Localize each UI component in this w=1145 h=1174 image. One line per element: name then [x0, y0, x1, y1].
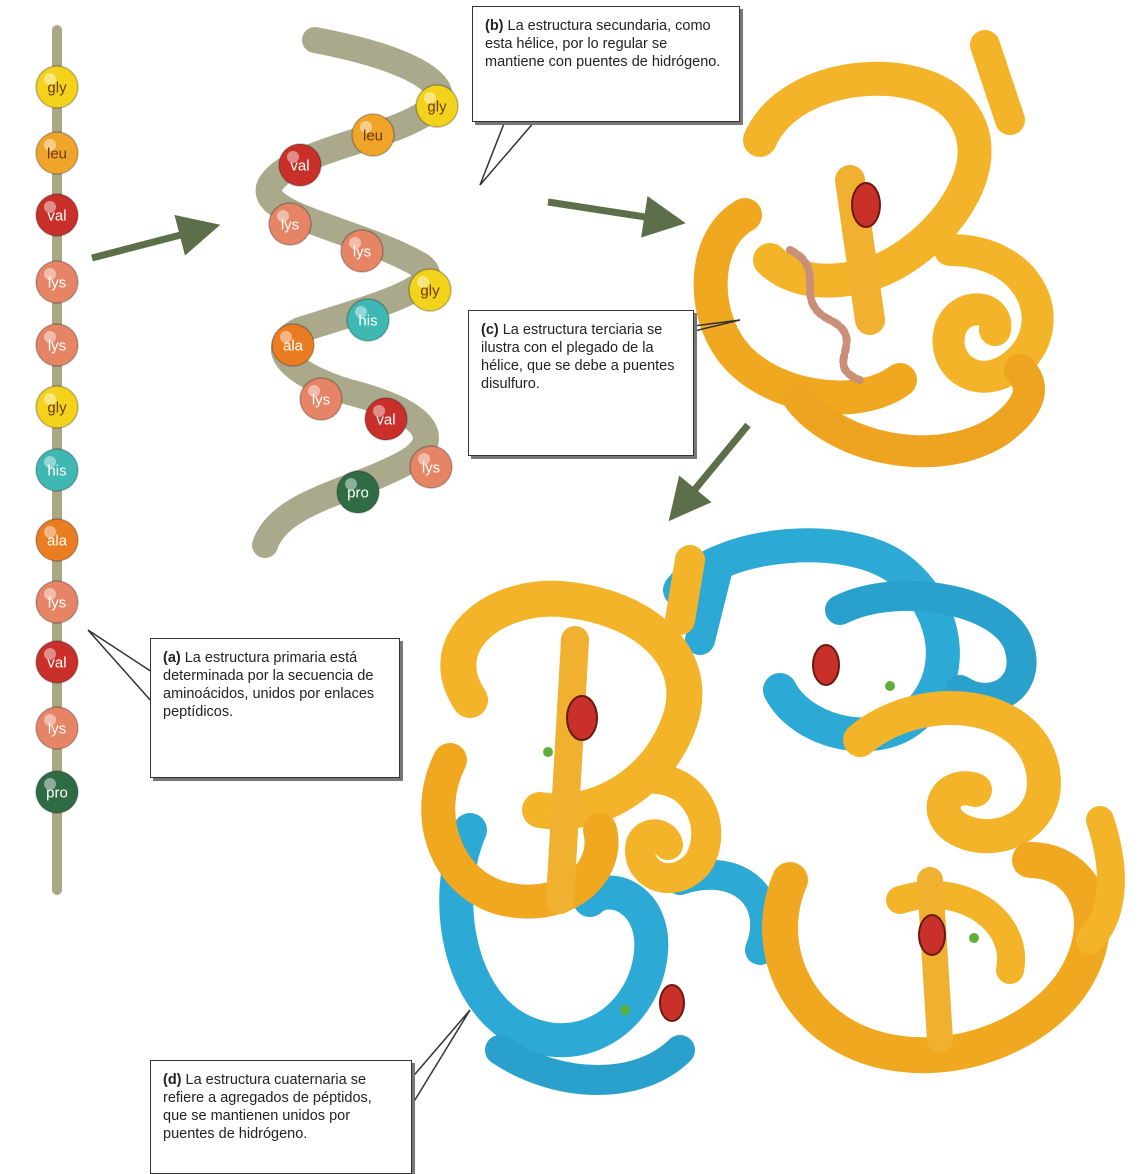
callout-c-tag: (c): [481, 322, 499, 338]
helix-bead-label-2: val: [290, 158, 309, 175]
helix-bead-label-10: lys: [422, 460, 440, 477]
helix-bead-label-8: lys: [312, 392, 330, 409]
callout-d-tag: (d): [163, 1072, 182, 1088]
callout-d-text: La estructura cuaternaria se refiere a a…: [163, 1072, 372, 1142]
primary-bead-label-2: val: [47, 208, 66, 225]
primary-bead-label-11: pro: [46, 785, 68, 802]
arrow-b-to-c: [548, 202, 665, 220]
yellow-chain-right: [860, 708, 1044, 836]
helix-bead-label-1: leu: [363, 128, 383, 145]
callout-quaternary-structure: (d)La estructura cuaternaria se refiere …: [150, 1060, 412, 1174]
primary-bead-label-1: leu: [47, 146, 67, 163]
quaternary-protein: [438, 545, 1111, 1080]
callout-a-text: La estructura primaria está determinada …: [163, 650, 374, 720]
primary-bead-label-6: his: [47, 463, 66, 480]
callout-d-pointer: [410, 1010, 470, 1108]
primary-bead-label-7: ala: [47, 533, 68, 550]
callout-primary-structure: (a)La estructura primaria está determina…: [150, 638, 400, 778]
callout-b-text: La estructura secundaria, como esta héli…: [485, 18, 720, 70]
callout-a-pointer: [88, 630, 152, 702]
primary-bead-label-9: val: [47, 655, 66, 672]
callout-b-pointer: [480, 121, 535, 185]
primary-bead-label-5: gly: [47, 400, 67, 417]
helix-bead-label-5: gly: [420, 283, 440, 300]
helix-bead-label-4: lys: [353, 244, 371, 261]
helix-bead-label-11: pro: [347, 485, 369, 502]
callout-b-tag: (b): [485, 18, 504, 34]
helix-bead-label-0: gly: [427, 99, 447, 116]
callout-secondary-structure: (b)La estructura secundaria, como esta h…: [472, 6, 740, 122]
primary-bead-label-4: lys: [48, 338, 66, 355]
callout-a-tag: (a): [163, 650, 181, 666]
tertiary-protein: [711, 45, 1038, 451]
primary-bead-label-8: lys: [48, 595, 66, 612]
helix-bead-label-7: ala: [283, 338, 304, 355]
primary-bead-label-3: lys: [48, 275, 66, 292]
helix-bead-label-9: val: [376, 412, 395, 429]
callout-c-text: La estructura terciaria se ilustra con e…: [481, 322, 674, 392]
helix-bead-label-6: his: [358, 313, 377, 330]
primary-bead-label-10: lys: [48, 721, 66, 738]
arrow-a-to-b: [92, 230, 200, 258]
helix-chain: gly leu val lys lys gly his ala lys val lys pro: [269, 85, 458, 513]
primary-bead-label-0: gly: [47, 80, 67, 97]
callout-tertiary-structure: (c)La estructura terciaria se ilustra co…: [468, 310, 694, 456]
helix-bead-label-3: lys: [281, 217, 299, 234]
